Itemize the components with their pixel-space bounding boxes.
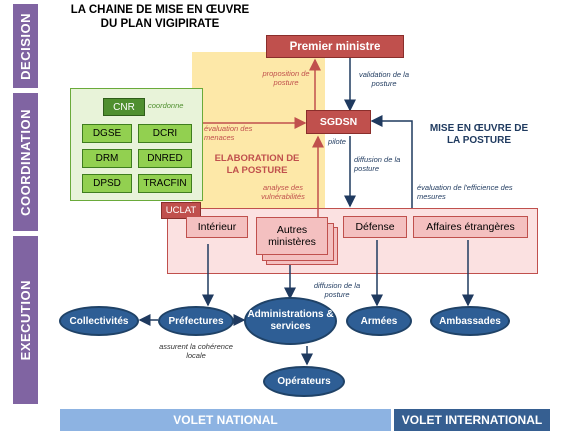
autres-ministeres-box: Autres ministères bbox=[256, 217, 328, 255]
armees-oval: Armées bbox=[346, 306, 412, 336]
label-proposition: proposition de posture bbox=[262, 69, 310, 87]
ambassades-oval: Ambassades bbox=[430, 306, 510, 336]
diagram-title: LA CHAINE DE MISE EN ŒUVRE DU PLAN VIGIP… bbox=[45, 3, 275, 31]
interieur-box: Intérieur bbox=[186, 216, 248, 238]
administrations-oval: Administrations & services bbox=[244, 297, 337, 345]
label-mise-en-oeuvre: MISE EN ŒUVRE DE LA POSTURE bbox=[429, 123, 529, 146]
sgdsn-box: SGDSN bbox=[306, 110, 371, 134]
side-label-execution: EXECUTION bbox=[13, 236, 38, 404]
label-coordonne: coordonne bbox=[148, 101, 184, 110]
dcri-box: DCRI bbox=[138, 124, 192, 143]
prefectures-oval: Préfectures bbox=[158, 306, 234, 336]
affaires-etrangeres-box: Affaires étrangères bbox=[413, 216, 528, 238]
side-label-decision: DECISION bbox=[13, 4, 38, 88]
tracfin-box: TRACFIN bbox=[138, 174, 192, 193]
label-validation: validation de la posture bbox=[358, 70, 410, 88]
cnr-box: CNR bbox=[103, 98, 145, 116]
label-elaboration: ELABORATION DE LA POSTURE bbox=[214, 153, 300, 176]
dpsd-box: DPSD bbox=[82, 174, 132, 193]
label-evaluation-efficience: évaluation de l'efficience des mesures bbox=[417, 183, 513, 201]
label-pilote: pilote bbox=[328, 137, 346, 146]
defense-box: Défense bbox=[343, 216, 407, 238]
volet-international-bar: VOLET INTERNATIONAL bbox=[394, 409, 550, 431]
premier-ministre-box: Premier ministre bbox=[266, 35, 404, 58]
operateurs-oval: Opérateurs bbox=[263, 366, 345, 397]
elaboration-zone bbox=[192, 52, 325, 220]
title-line-1: LA CHAINE DE MISE EN ŒUVRE bbox=[70, 4, 250, 16]
label-diffusion-1: diffusion de la posture bbox=[354, 155, 401, 173]
label-coherence: assurent la cohérence locale bbox=[159, 342, 233, 360]
uclat-box: UCLAT bbox=[161, 202, 201, 219]
label-analyse: analyse des vulnérabilités bbox=[261, 183, 305, 201]
side-label-coordination: COORDINATION bbox=[13, 93, 38, 231]
volet-national-bar: VOLET NATIONAL bbox=[60, 409, 391, 431]
dnred-box: DNRED bbox=[138, 149, 192, 168]
label-evaluation-menaces: évaluation des menaces bbox=[204, 124, 253, 142]
title-line-2: DU PLAN VIGIPIRATE bbox=[100, 18, 220, 30]
drm-box: DRM bbox=[82, 149, 132, 168]
collectivites-oval: Collectivités bbox=[59, 306, 139, 336]
label-diffusion-2: diffusion de la posture bbox=[313, 281, 361, 299]
arrow-evaluation-efficience bbox=[370, 115, 413, 208]
dgse-box: DGSE bbox=[82, 124, 132, 143]
